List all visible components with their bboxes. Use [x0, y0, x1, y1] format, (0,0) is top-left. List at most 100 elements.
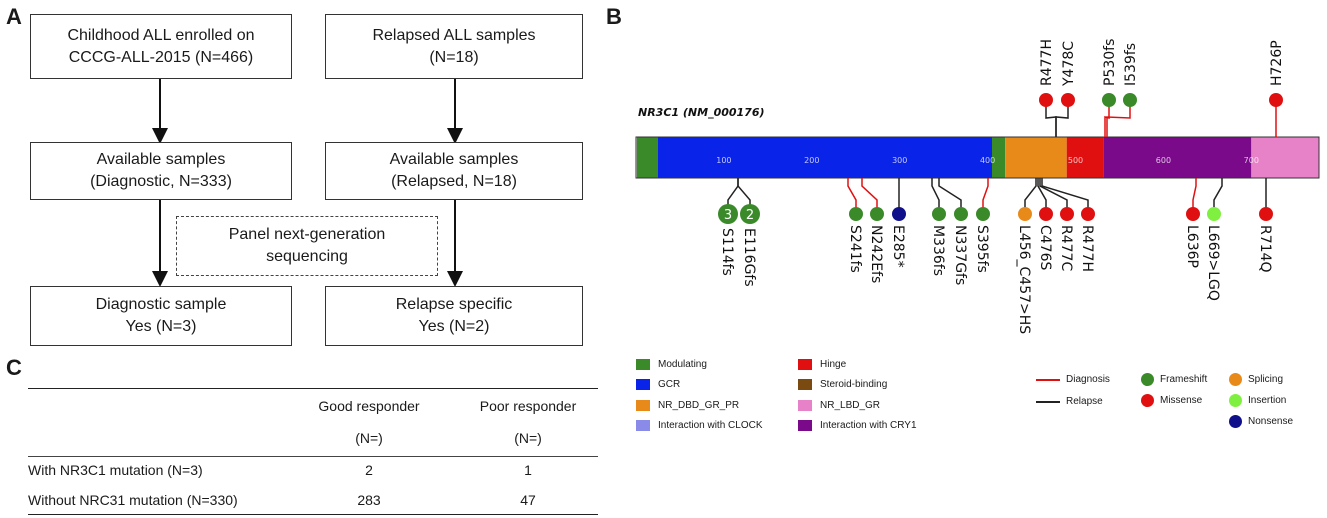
mutation-label: Y478C	[1061, 41, 1077, 87]
row-label: Without NRC31 mutation (N=330)	[28, 492, 238, 508]
legend-label: NR_LBD_GR	[820, 400, 881, 411]
box-panel-ngs: Panel next-generation sequencing	[176, 216, 438, 276]
mutation-dot	[892, 207, 906, 221]
col-good-responder: Good responder	[318, 398, 420, 414]
legend-swatch	[636, 359, 650, 370]
legend-item: Interaction with CRY1	[798, 420, 917, 431]
legend-item: Steroid-binding	[798, 379, 887, 390]
domain-segment	[992, 137, 1006, 178]
axis-tick-label: 100	[716, 156, 731, 165]
mutation-dot	[1269, 93, 1283, 107]
legend-mut-label: Splicing	[1248, 374, 1284, 385]
legend-line	[1036, 378, 1060, 381]
legend-mut-label: Frameshift	[1160, 374, 1208, 385]
box-enrolled: Childhood ALL enrolled on CCCG-ALL-2015 …	[30, 14, 292, 79]
legend-mut-item: Splicing	[1229, 373, 1283, 386]
box-relapse-specific: Relapse specific Yes (N=2)	[325, 286, 583, 346]
mutation-dot	[1081, 207, 1095, 221]
legend-swatch	[636, 400, 650, 411]
domain-segment	[1066, 137, 1104, 178]
panel-a-label: A	[6, 4, 22, 29]
box-ngs-line1: Panel next-generation	[228, 226, 386, 243]
mutation-dot	[1123, 93, 1137, 107]
legend-swatch	[636, 420, 650, 431]
legend-item: NR_LBD_GR	[798, 400, 880, 411]
legend-swatch	[798, 400, 812, 411]
mutation-label: S114fs	[719, 228, 735, 276]
row-poor-value: 47	[520, 492, 536, 508]
mutation-dot	[1060, 207, 1074, 221]
mutation-label: R477H	[1079, 225, 1095, 272]
mutation-label: L456_C457>HS	[1016, 225, 1032, 334]
axis-tick-label: 300	[892, 156, 907, 165]
mutation-label: E285*	[890, 225, 906, 268]
axis-tick-label: 400	[980, 156, 995, 165]
table-mid-rule	[28, 456, 598, 457]
legend-item: GCR	[636, 379, 680, 390]
legend-dot	[1141, 373, 1154, 386]
row-poor-value: 1	[524, 462, 532, 478]
axis-tick-label: 600	[1156, 156, 1171, 165]
legend-item: Hinge	[798, 359, 846, 370]
legend-dot	[1229, 394, 1242, 407]
mutation-dot	[1061, 93, 1075, 107]
box-avail-diag-line2: (Diagnostic, N=333)	[90, 173, 232, 190]
legend-line-item: Diagnosis	[1036, 374, 1110, 385]
panel-b-label: B	[606, 4, 622, 29]
mutation-dot	[932, 207, 946, 221]
box-enrolled-line1: Childhood ALL enrolled on	[67, 26, 255, 44]
mutation-label: L636P	[1184, 225, 1200, 268]
legend-line-label: Diagnosis	[1066, 374, 1110, 385]
mutation-label: P530fs	[1102, 39, 1118, 86]
box-relapsed-samples: Relapsed ALL samples (N=18)	[325, 14, 583, 79]
legend-swatch	[636, 379, 650, 390]
mutation-label: R477H	[1039, 39, 1055, 86]
axis-tick-label: 700	[1244, 156, 1259, 165]
legend-swatch	[798, 379, 812, 390]
legend-label: GCR	[658, 379, 681, 390]
legend-mut-item: Missense	[1141, 394, 1202, 407]
legend-mut-label: Missense	[1160, 395, 1203, 406]
domain-segment	[657, 137, 993, 178]
mutation-dot	[718, 204, 738, 224]
mutation-dot	[870, 207, 884, 221]
protein-bar-outline	[635, 136, 1320, 179]
mutation-count: 2	[746, 208, 754, 223]
table-header-row: Good responder Poor responder	[28, 398, 598, 420]
box-relapsed-line1: Relapsed ALL samples	[372, 26, 536, 44]
table-row: With NR3C1 mutation (N=3) 2 1	[28, 462, 598, 484]
table-row: Without NRC31 mutation (N=330) 283 47	[28, 492, 598, 514]
domain-segment	[1251, 137, 1319, 178]
box-enrolled-line2: CCCG-ALL-2015 (N=466)	[68, 48, 254, 66]
mutation-stem	[1055, 100, 1069, 137]
box-avail-rel-line2: (Relapsed, N=18)	[391, 173, 517, 190]
legend-dot	[1141, 394, 1154, 407]
box-available-diagnostic: Available samples (Diagnostic, N=333)	[30, 142, 292, 200]
legend-swatch	[798, 420, 812, 431]
legend-mut-item: Insertion	[1229, 394, 1286, 407]
domain-segment	[1005, 137, 1067, 178]
legend-item: NR_DBD_GR_PR	[636, 400, 739, 411]
row-good-value: 283	[357, 492, 381, 508]
legend-mut-item: Nonsense	[1229, 415, 1293, 428]
flowchart-arrows	[152, 79, 463, 287]
mutation-label: S395fs	[974, 225, 990, 273]
col-poor-unit: (N=)	[514, 430, 542, 446]
mutation-dot	[1039, 93, 1053, 107]
legend-label: NR_DBD_GR_PR	[658, 400, 740, 411]
legend-label: Interaction with CRY1	[820, 420, 917, 431]
legend-item: Modulating	[636, 359, 707, 370]
legend-mut-label: Insertion	[1248, 395, 1287, 406]
legend-label: Interaction with CLOCK	[658, 420, 763, 431]
table-unit-row: (N=) (N=)	[28, 430, 598, 452]
domain-segment	[1103, 137, 1252, 178]
box-rel-specific-line2: Yes (N=2)	[418, 318, 490, 335]
legend-line-label: Relapse	[1066, 396, 1103, 407]
mutation-label: C476S	[1037, 225, 1053, 270]
mutation-dot	[1018, 207, 1032, 221]
mutation-label: M336fs	[930, 225, 946, 276]
legend-mut-label: Nonsense	[1248, 416, 1294, 427]
mutation-dot	[1102, 93, 1116, 107]
mutation-count: 3	[724, 208, 732, 223]
